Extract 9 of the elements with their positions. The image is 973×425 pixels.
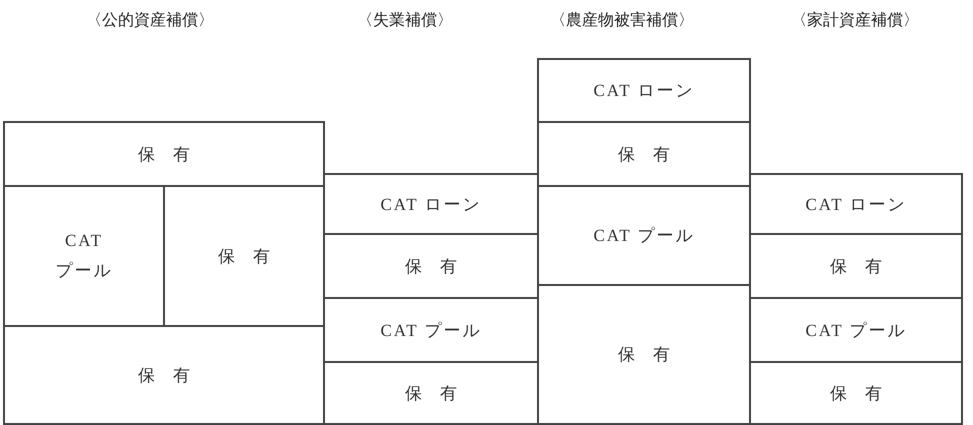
table-cell: 保有 bbox=[749, 361, 963, 425]
table-cell: 保有 bbox=[3, 325, 325, 425]
column-heading: 〈公的資産補償〉 bbox=[86, 10, 214, 31]
column-heading: 〈失業補償〉 bbox=[357, 10, 453, 31]
table-cell: CAT ローン bbox=[537, 58, 751, 123]
column-heading: 〈家計資産補償〉 bbox=[791, 10, 919, 31]
column-heading: 〈農産物被害補償〉 bbox=[550, 10, 694, 31]
table-cell: 保有 bbox=[3, 121, 325, 187]
table-cell: CAT ローン bbox=[749, 173, 963, 235]
